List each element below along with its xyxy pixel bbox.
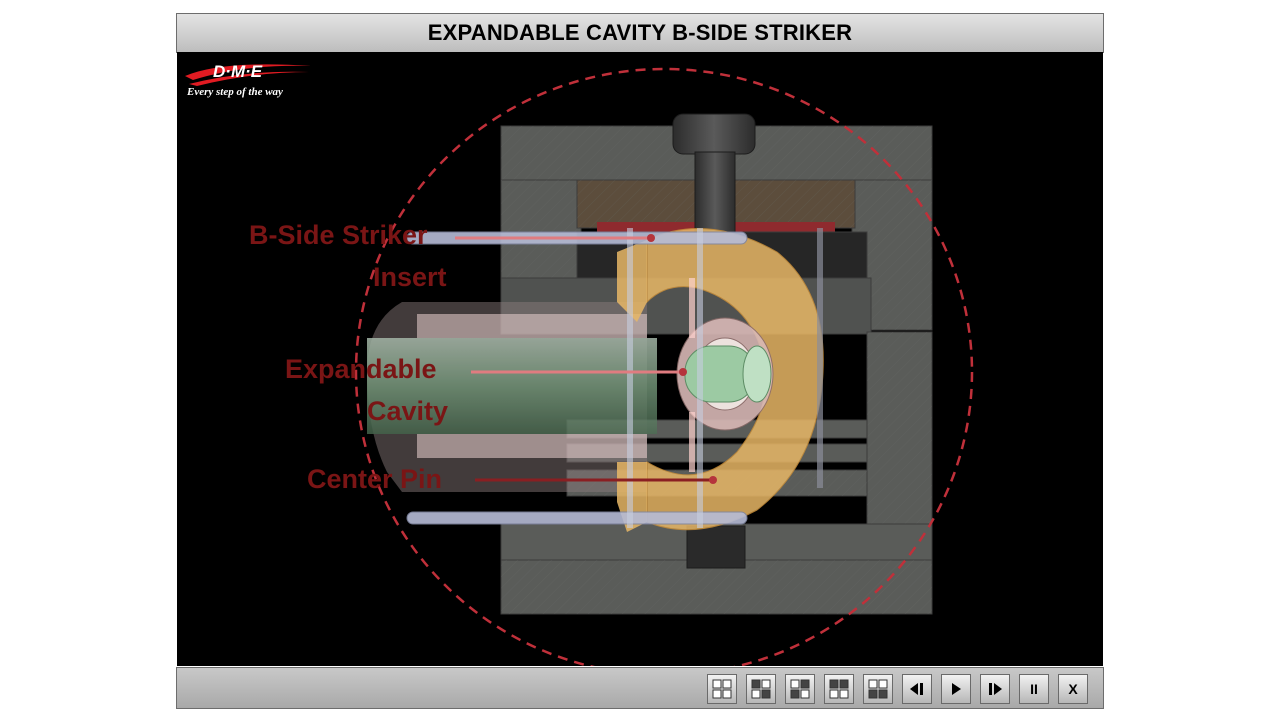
grid-view-2-icon[interactable] — [746, 674, 776, 704]
label-expandable: Expandable — [285, 354, 437, 384]
animation-stage: D·M·E Every step of the way B-Side Strik… — [177, 52, 1103, 666]
playback-control-bar: II X — [176, 667, 1104, 709]
title-bar: EXPANDABLE CAVITY B-SIDE STRIKER — [176, 13, 1104, 53]
callout-leaders — [455, 234, 717, 484]
grid-view-1-icon[interactable] — [707, 674, 737, 704]
label-cavity: Cavity — [367, 396, 449, 426]
step-back-icon[interactable] — [902, 674, 932, 704]
dme-logo: D·M·E Every step of the way — [183, 58, 323, 100]
pause-button[interactable]: II — [1019, 674, 1049, 704]
logo-tagline: Every step of the way — [187, 86, 283, 98]
page-title: EXPANDABLE CAVITY B-SIDE STRIKER — [427, 20, 853, 45]
mold-illustration — [354, 67, 974, 666]
grid-view-4-icon[interactable] — [824, 674, 854, 704]
step-forward-icon[interactable] — [980, 674, 1010, 704]
grid-view-5-icon[interactable] — [863, 674, 893, 704]
expandable-cavity-body — [367, 302, 657, 492]
grid-view-3-icon[interactable] — [785, 674, 815, 704]
focus-circle — [354, 67, 974, 666]
svg-text:D·M·E: D·M·E — [213, 62, 263, 81]
label-b-side-striker: B-Side Striker — [249, 220, 428, 250]
dme-logo-mark: D·M·E — [185, 62, 311, 86]
label-center-pin: Center Pin — [307, 464, 443, 494]
label-insert: Insert — [373, 262, 447, 292]
sprue-bushing — [672, 113, 756, 569]
play-icon[interactable] — [941, 674, 971, 704]
close-button[interactable]: X — [1058, 674, 1088, 704]
